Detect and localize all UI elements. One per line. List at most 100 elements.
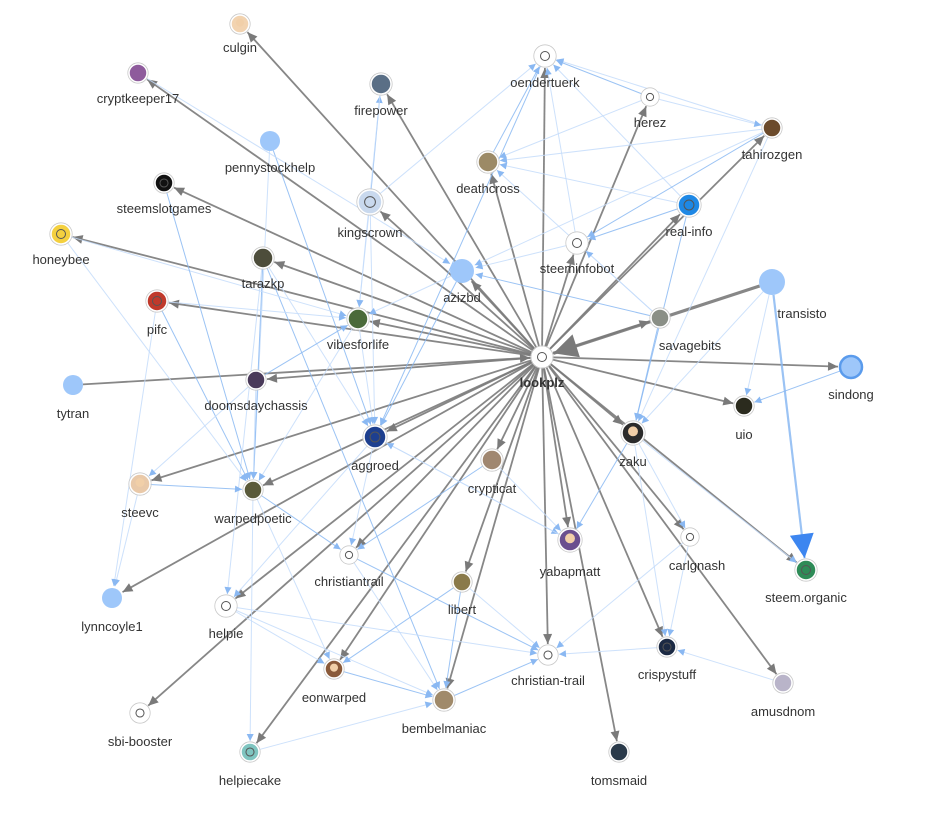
edge-arrowhead	[722, 396, 734, 406]
edge-line	[470, 280, 536, 351]
node-tarazkp[interactable]: tarazkp	[242, 246, 285, 291]
edge-line	[641, 291, 764, 424]
avatar-image	[50, 223, 72, 245]
node-crypticat[interactable]: crypticat	[468, 448, 517, 496]
edge-arrowhead	[338, 310, 347, 318]
node-label: amusdnom	[751, 704, 815, 719]
edge-arrowhead	[641, 415, 650, 424]
edge-lookplz-to-steemslotgames	[173, 186, 534, 354]
edge-line	[635, 326, 659, 421]
node-herez[interactable]: herez	[634, 87, 667, 130]
node-azizbd[interactable]: azizbd	[443, 259, 481, 305]
node-steevc[interactable]: steevc	[121, 472, 159, 520]
node-helpie[interactable]: helpie	[209, 594, 244, 641]
avatar-image	[477, 151, 499, 173]
edge-line	[148, 385, 250, 477]
edge-arrowhead	[475, 262, 484, 270]
node-christiantrail[interactable]: christiantrail	[314, 545, 384, 589]
edge-line	[548, 135, 765, 351]
avatar-face-icon	[329, 663, 339, 672]
edge-line	[552, 64, 682, 198]
node-lookplz[interactable]: lookplz	[520, 345, 565, 390]
node-honeybee[interactable]: honeybee	[32, 222, 90, 267]
edges-layer	[66, 31, 841, 751]
avatar-ring	[346, 307, 370, 331]
node-steeminfobot[interactable]: steeminfobot	[540, 231, 615, 276]
node-vibesforlife[interactable]: vibesforlife	[327, 307, 389, 352]
node-libert[interactable]: libert	[448, 571, 477, 617]
edge-line	[151, 359, 533, 482]
avatar-ring	[530, 345, 554, 369]
node-label: vibesforlife	[327, 337, 389, 352]
node-steem.organic[interactable]: steem.organic	[765, 558, 847, 605]
node-oendertuerk[interactable]: oendertuerk	[510, 44, 580, 90]
edge-lookplz-to-cryptkeeper17	[146, 78, 535, 352]
node-doomsdaychassis[interactable]: doomsdaychassis	[204, 369, 308, 413]
node-pifc[interactable]: pifc	[145, 289, 169, 337]
node-carlgnash[interactable]: carlgnash	[669, 527, 725, 573]
node-label: honeybee	[32, 252, 89, 267]
node-zaku[interactable]: zaku	[619, 420, 647, 469]
edge-arrowhead	[638, 106, 647, 118]
avatar-ring	[557, 527, 583, 553]
avatar-image	[433, 689, 455, 711]
node-sbi-booster[interactable]: sbi-booster	[108, 702, 173, 749]
edge-arrowhead	[475, 272, 484, 280]
edge-arrowhead	[387, 94, 397, 106]
edge-arrowhead	[356, 537, 367, 548]
edge-line	[263, 324, 348, 376]
node-deathcross[interactable]: deathcross	[456, 150, 520, 196]
node-crispystuff[interactable]: crispystuff	[638, 636, 697, 682]
avatar-logo-icon	[245, 747, 255, 757]
node-tytran[interactable]: tytran	[57, 375, 90, 421]
node-yabapmatt[interactable]: yabapmatt	[540, 527, 601, 579]
edge-tahirozgen-to-steeminfobot	[587, 132, 765, 238]
edge-arrowhead	[753, 135, 765, 146]
avatar-image	[357, 189, 383, 215]
node-label: deathcross	[456, 181, 520, 196]
node-helpiecake[interactable]: helpiecake	[219, 741, 281, 788]
node-lynncoyle1[interactable]: lynncoyle1	[81, 588, 143, 634]
edge-zaku-to-yabapmatt	[576, 442, 628, 530]
node-eonwarped[interactable]: eonwarped	[302, 658, 366, 705]
node-transisto[interactable]: transisto	[759, 269, 827, 321]
node-pennystockhelp[interactable]: pennystockhelp	[225, 131, 315, 175]
node-aggroed[interactable]: aggroed	[351, 424, 399, 473]
edge-lookplz-to-libert	[464, 366, 540, 572]
edge-arrowhead	[356, 299, 364, 308]
edge-arrowhead	[677, 649, 686, 656]
node-sindong[interactable]: sindong	[828, 354, 874, 402]
node-cryptkeeper17[interactable]: cryptkeeper17	[97, 62, 179, 106]
edge-arrowhead	[654, 625, 663, 637]
node-savagebits[interactable]: savagebits	[649, 307, 722, 353]
edge-cryptkeeper17-to-azizbd	[145, 77, 451, 265]
node-steemslotgames[interactable]: steemslotgames	[117, 172, 212, 216]
edge-arrowhead	[634, 412, 641, 421]
edge-honeybee-to-warpedpoetic	[66, 241, 247, 482]
edge-christiantrail-to-bembelmaniac	[352, 561, 438, 691]
edge-line	[542, 366, 569, 528]
edge-line	[541, 67, 546, 348]
node-real-info[interactable]: real-info	[666, 192, 713, 239]
node-tahirozgen[interactable]: tahirozgen	[742, 117, 803, 162]
node-label: pennystockhelp	[225, 160, 315, 175]
node-warpedpoetic[interactable]: warpedpoetic	[213, 479, 292, 526]
node-tomsmaid[interactable]: tomsmaid	[591, 741, 647, 788]
node-uio[interactable]: uio	[733, 395, 755, 442]
node-firepower[interactable]: firepower	[354, 72, 408, 118]
node-culgin[interactable]: culgin	[223, 13, 257, 55]
edge-line	[246, 31, 536, 351]
node-kingscrown[interactable]: kingscrown	[337, 188, 403, 240]
node-label: warpedpoetic	[213, 511, 292, 526]
edge-lookplz-to-christiantrail	[355, 363, 536, 549]
node-bembelmaniac[interactable]: bembelmaniac	[402, 688, 487, 736]
node-christian-trail[interactable]: christian-trail	[511, 644, 585, 688]
edge-lookplz-to-uio	[551, 358, 734, 406]
avatar-image	[128, 63, 148, 83]
edge-arrowhead	[789, 532, 814, 559]
node-label: tomsmaid	[591, 773, 647, 788]
edge-arrowhead	[543, 633, 553, 644]
edge-crypticat-to-christiantrail	[357, 465, 484, 550]
node-amusdnom[interactable]: amusdnom	[751, 672, 815, 719]
